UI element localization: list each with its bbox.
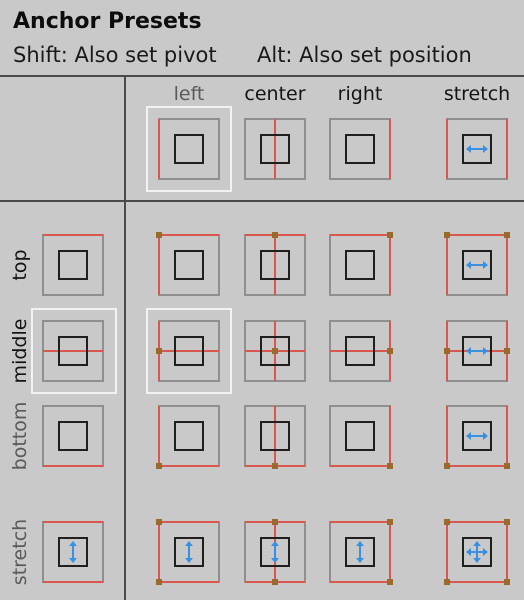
row-label-middle: middle	[9, 318, 31, 384]
preset-stretch-center[interactable]	[241, 518, 309, 586]
col-label-left: left	[173, 83, 205, 105]
preset-stretch-only[interactable]	[39, 518, 107, 586]
preset-bottom-right[interactable]	[326, 402, 394, 470]
shift-hint: Shift: Also set pivot	[13, 43, 217, 67]
preset-middle-right[interactable]	[326, 317, 394, 385]
row-label-stretch: stretch	[9, 518, 31, 586]
preset-top-left[interactable]	[155, 231, 223, 299]
preset-bottom-only[interactable]	[39, 402, 107, 470]
preset-bottom-left[interactable]	[155, 402, 223, 470]
preset-left-only[interactable]	[155, 115, 223, 183]
preset-top-center[interactable]	[241, 231, 309, 299]
preset-middle-only[interactable]	[39, 317, 107, 385]
preset-middle-stretch[interactable]	[443, 317, 511, 385]
row-header-divider	[0, 200, 524, 202]
selected-row-highlight	[31, 308, 117, 394]
preset-stretch-only[interactable]	[443, 115, 511, 183]
preset-stretch-stretch[interactable]	[443, 518, 511, 586]
preset-top-stretch[interactable]	[443, 231, 511, 299]
preset-center-only[interactable]	[241, 115, 309, 183]
alt-hint: Alt: Also set position	[257, 43, 472, 67]
col-label-center: center	[244, 83, 306, 105]
preset-middle-center[interactable]	[241, 317, 309, 385]
preset-stretch-left[interactable]	[155, 518, 223, 586]
preset-middle-left[interactable]	[155, 317, 223, 385]
preset-top-only[interactable]	[39, 231, 107, 299]
panel-title: Anchor Presets	[13, 9, 202, 34]
row-label-bottom: bottom	[9, 401, 31, 471]
row-label-top: top	[9, 249, 31, 281]
preset-bottom-center[interactable]	[241, 402, 309, 470]
preset-top-right[interactable]	[326, 231, 394, 299]
col-label-stretch: stretch	[443, 83, 511, 105]
col-label-right: right	[337, 83, 383, 105]
header-divider	[0, 75, 524, 77]
preset-bottom-stretch[interactable]	[443, 402, 511, 470]
column-divider	[124, 76, 126, 600]
selected-column-highlight	[146, 106, 232, 192]
selected-cell-highlight	[146, 308, 232, 394]
preset-stretch-right[interactable]	[326, 518, 394, 586]
preset-right-only[interactable]	[326, 115, 394, 183]
